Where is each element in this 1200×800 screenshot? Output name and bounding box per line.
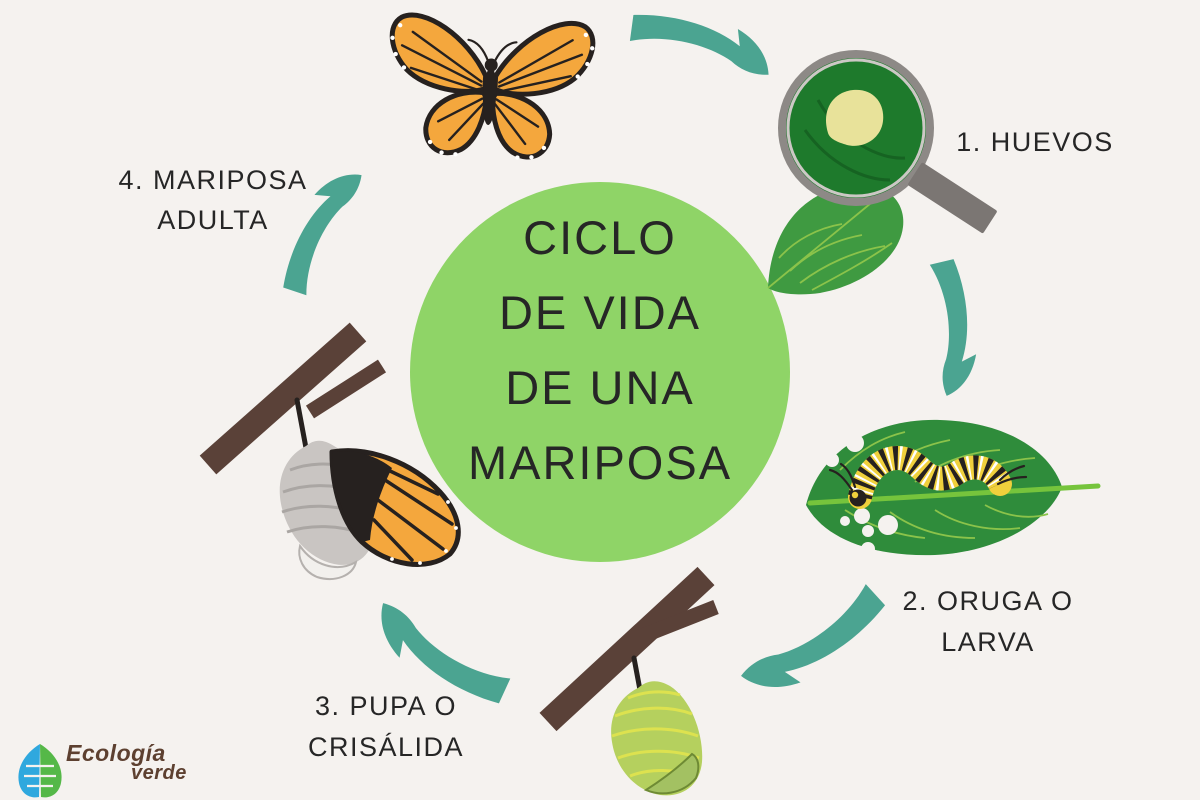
egg-magnifier-illustration	[767, 50, 997, 295]
diagram-title: CICLO DE VIDA DE UNA MARIPOSA	[400, 200, 800, 500]
label-stage3-pupa: 3. PUPA O CRISÁLIDA	[280, 686, 492, 768]
stage2-line2: LARVA	[941, 627, 1035, 657]
label-stage4-mariposa: 4. MARIPOSA ADULTA	[106, 160, 320, 240]
branch	[199, 322, 367, 475]
arrow-larva-to-pupa	[739, 579, 892, 709]
adult-butterfly-illustration	[384, 14, 595, 164]
arrow-adult-to-eggs	[626, 5, 778, 77]
title-line-4: MARIPOSA	[467, 436, 733, 489]
label-stage1-huevos: 1. HUEVOS	[920, 122, 1150, 163]
leaf	[768, 184, 904, 295]
label-stage2-oruga: 2. ORUGA O LARVA	[888, 581, 1088, 663]
title-line-3: DE UNA	[505, 361, 695, 414]
branch	[539, 566, 715, 732]
logo-word-verde: verde	[131, 762, 187, 784]
butterfly-body	[482, 67, 497, 125]
emerging-butterfly-illustration	[199, 322, 461, 581]
caterpillar	[828, 446, 1028, 509]
caterpillar-head	[849, 489, 867, 507]
egg	[825, 89, 884, 146]
butterfly-head	[484, 58, 498, 72]
stage2-line1: 2. ORUGA O	[902, 586, 1074, 616]
magnifier-handle	[908, 162, 997, 233]
arrow-eggs-to-larva	[926, 257, 982, 397]
emerging-wing	[329, 448, 461, 567]
caterpillar-leaf-illustration	[806, 419, 1101, 556]
stage3-line2: CRISÁLIDA	[307, 732, 465, 762]
title-circle	[410, 182, 790, 562]
title-line-2: DE VIDA	[498, 286, 702, 339]
shell-opening	[298, 543, 358, 581]
stage3-line1: 3. PUPA O	[314, 691, 458, 721]
ecologiaverde-logo: Ecología verde	[16, 736, 236, 798]
stage4-line2: ADULTA	[157, 205, 269, 235]
stage4-line1: 4. MARIPOSA	[118, 165, 308, 195]
title-line-1: CICLO	[523, 211, 677, 264]
logo-word-ecologia: Ecología	[66, 740, 166, 766]
two-tone-leaf-icon	[18, 744, 62, 798]
chrysalis-branch-illustration	[539, 566, 719, 796]
magnifier-rim	[778, 50, 934, 206]
stage1-line1: 1. HUEVOS	[956, 127, 1114, 157]
